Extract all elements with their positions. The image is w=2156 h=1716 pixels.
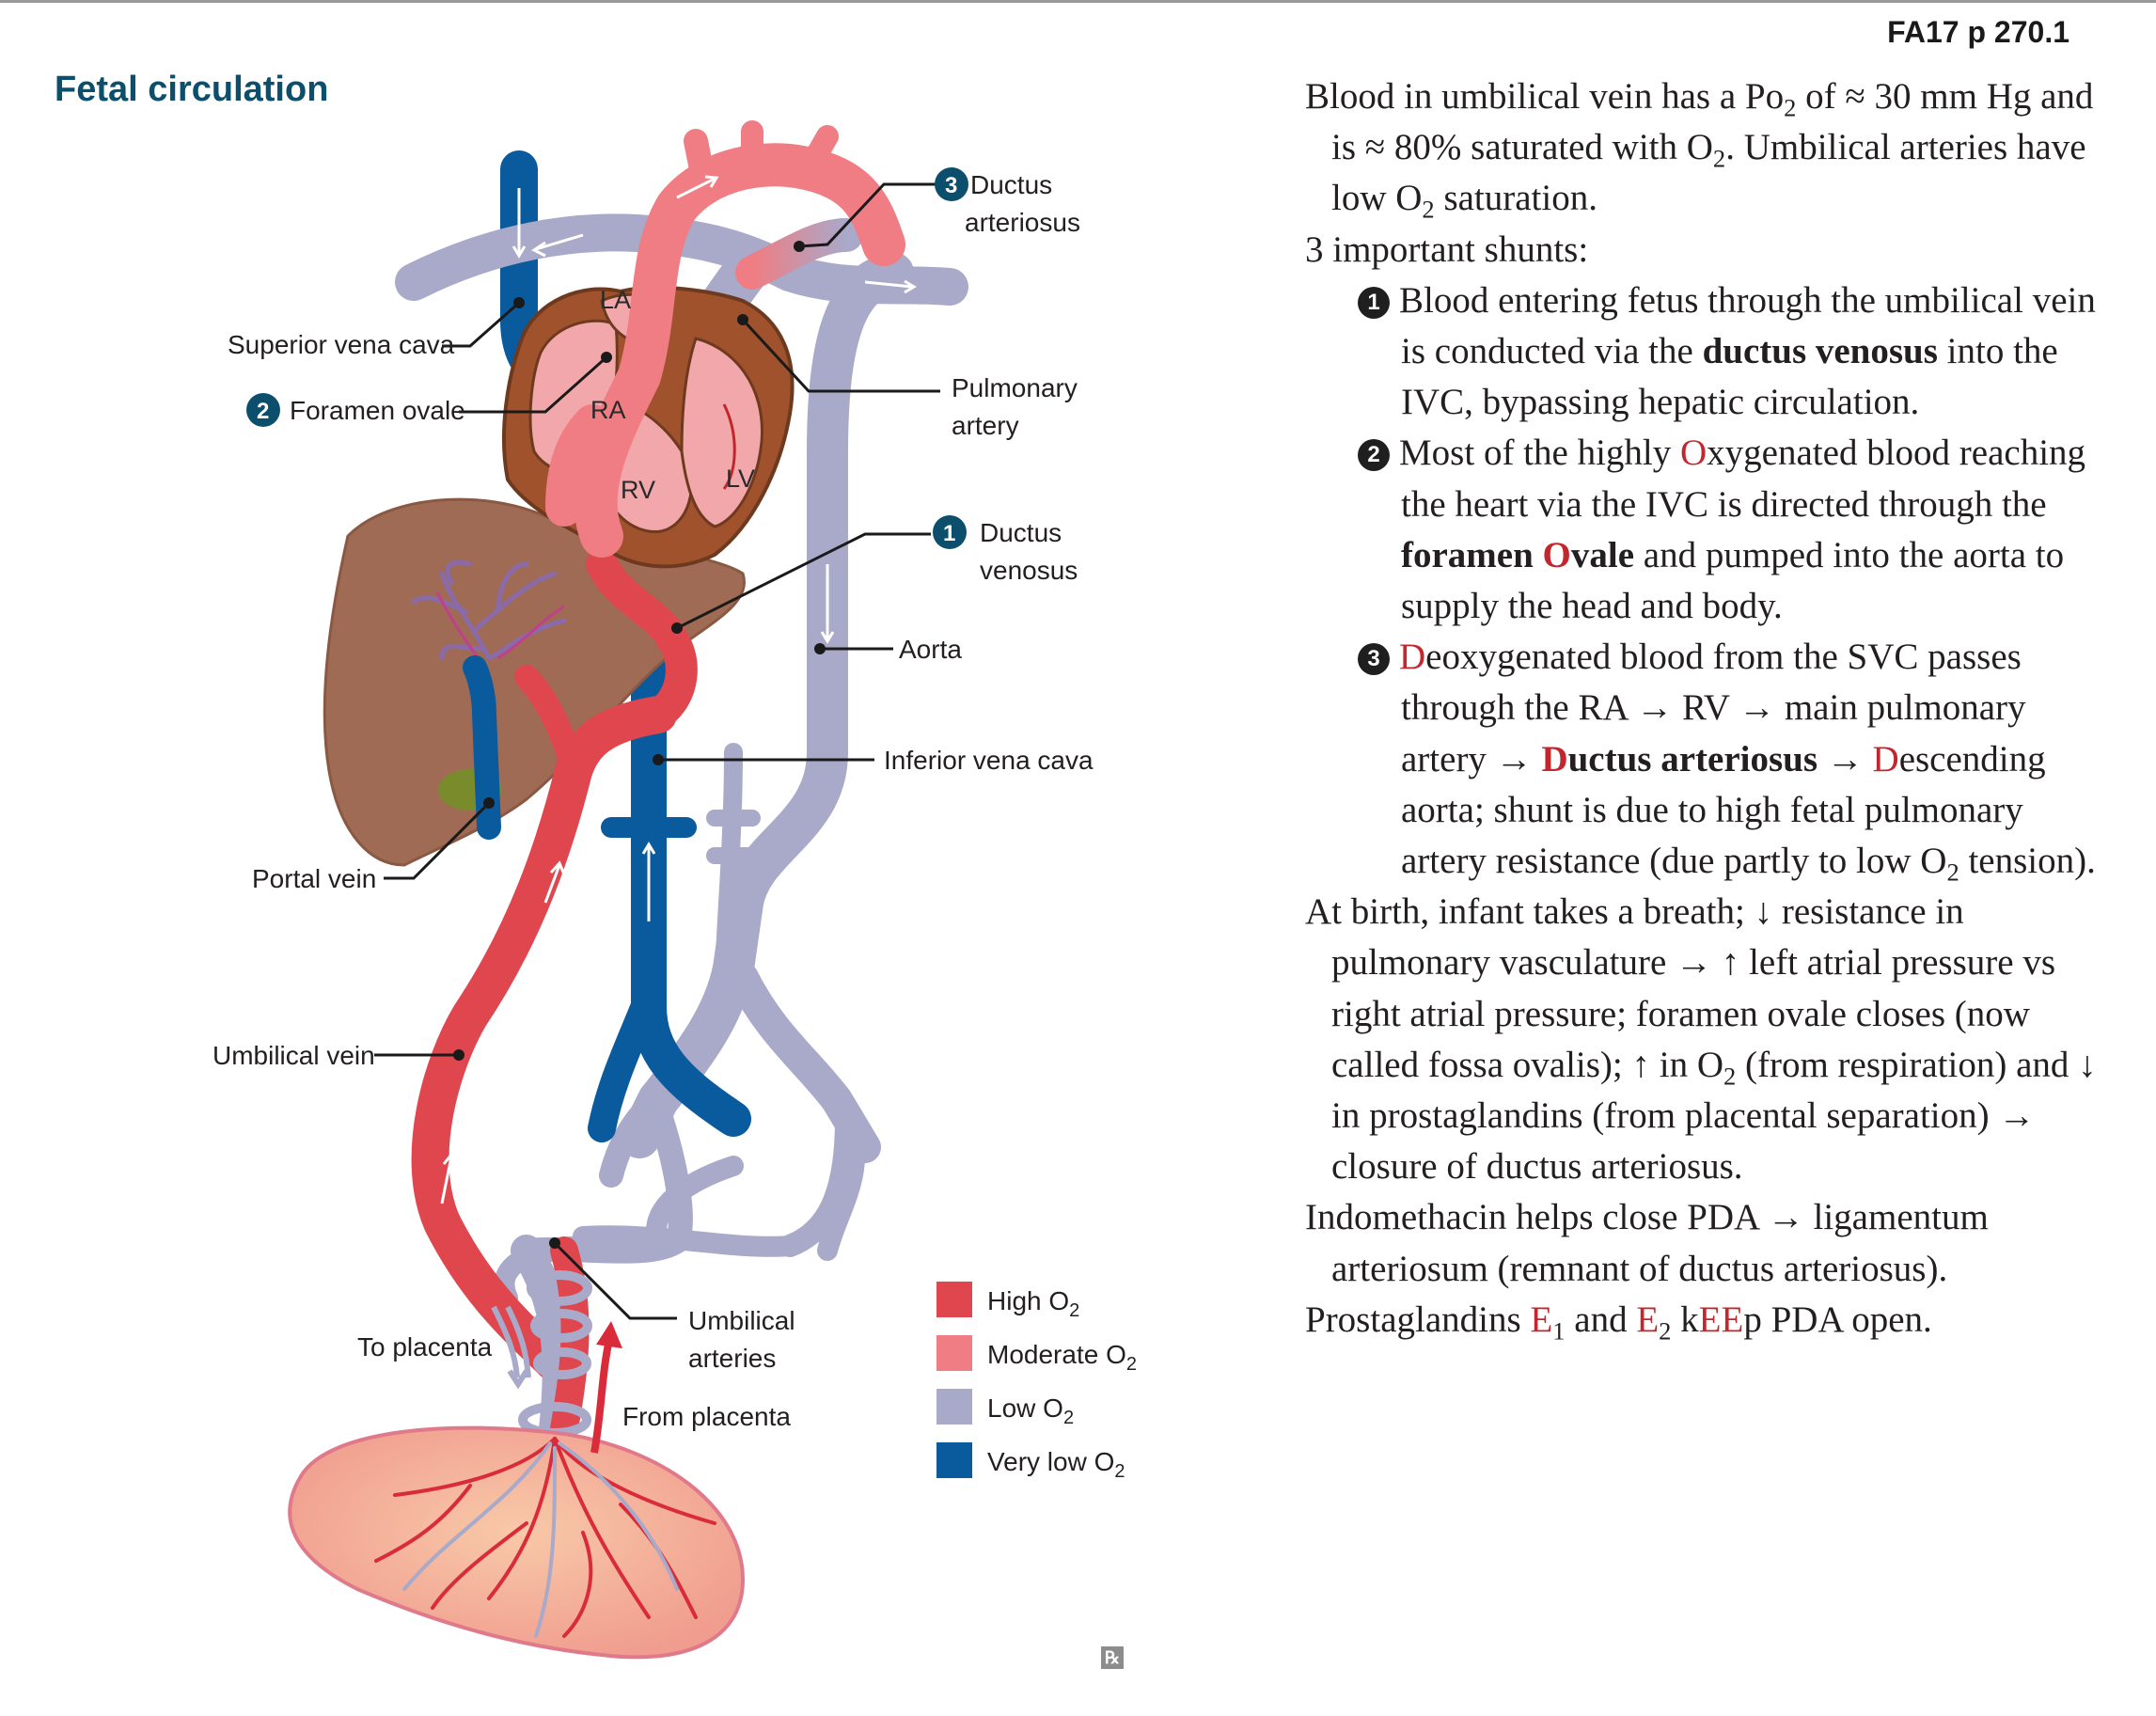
paragraph-umbilical-vein: Blood in umbilical vein has a Po2 of ≈ 3…	[1305, 76, 2094, 224]
leader-lines	[374, 182, 940, 1320]
top-rule	[0, 0, 2156, 3]
legend-label-very-low: Very low O2	[987, 1447, 1125, 1482]
number-3: 3	[945, 173, 957, 198]
label-umbilical-arteries-line1: Umbilical	[688, 1306, 795, 1335]
legend-label-high: High O2	[987, 1286, 1079, 1321]
paragraph-shunts-intro: 3 important shunts:	[1305, 228, 1589, 270]
shunt-3-number: 3	[1358, 643, 1390, 676]
legend-swatch-moderate	[936, 1335, 972, 1371]
heart-label-ra: RA	[590, 396, 626, 424]
paragraph-at-birth: At birth, infant takes a breath; ↓ resis…	[1305, 891, 2097, 1188]
aorta-vessel	[494, 252, 914, 1308]
section-title: Fetal circulation	[55, 70, 329, 109]
legend-label-low: Low O2	[987, 1393, 1074, 1428]
heart-label-rv: RV	[621, 476, 655, 504]
page-reference: FA17 p 270.1	[1887, 15, 2069, 49]
flow-arrows	[440, 175, 917, 1204]
shunt-1-number: 1	[1358, 286, 1390, 319]
number-2-badge	[246, 393, 280, 427]
aortic-arch-vessel	[545, 120, 905, 558]
legend: High O2 Moderate O2 Low O2 Very low O2	[936, 1282, 1137, 1482]
number-1-badge	[933, 515, 967, 549]
legend-swatch-high	[936, 1282, 972, 1317]
label-superior-vena-cava: Superior vena cava	[228, 330, 455, 359]
fetal-circulation-diagram: LA RA RV LV Superior vena cava 2 Foramen…	[212, 120, 1137, 1660]
to-placenta-arrows	[491, 1305, 531, 1390]
label-ductus-venosus-line2: venosus	[980, 556, 1078, 585]
label-to-placenta: To placenta	[357, 1332, 493, 1362]
label-portal-vein: Portal vein	[252, 864, 376, 893]
label-pulmonary-artery-line2: artery	[952, 411, 1019, 440]
from-placenta-arrow	[590, 1321, 622, 1454]
number-1: 1	[943, 521, 955, 546]
label-inferior-vena-cava: Inferior vena cava	[884, 746, 1094, 775]
legend-swatch-low	[936, 1389, 972, 1425]
umbilical-vein-vessel	[411, 548, 698, 1382]
text-column: Blood in umbilical vein has a Po2 of ≈ 3…	[1305, 71, 2114, 1346]
number-2: 2	[257, 399, 269, 424]
rx-logo: ℞	[1101, 1646, 1124, 1669]
label-ductus-arteriosus-line2: arteriosus	[965, 208, 1080, 237]
paragraph-prostaglandins: Prostaglandins E1 and E2 kEEp PDA open.	[1305, 1299, 1932, 1346]
label-umbilical-arteries-line2: arteries	[688, 1344, 776, 1373]
label-umbilical-vein: Umbilical vein	[212, 1041, 375, 1070]
label-from-placenta: From placenta	[622, 1402, 791, 1431]
label-pulmonary-artery-line1: Pulmonary	[952, 373, 1078, 402]
shunt-2-number: 2	[1358, 439, 1390, 472]
label-aorta: Aorta	[899, 635, 962, 664]
label-ductus-venosus-line1: Ductus	[980, 518, 1062, 547]
number-3-badge	[935, 167, 968, 201]
paragraph-indomethacin: Indomethacin helps close PDA → ligamentu…	[1305, 1197, 1989, 1289]
label-foramen-ovale: Foramen ovale	[290, 396, 465, 425]
placenta	[288, 1305, 746, 1660]
legend-swatch-very-low	[936, 1442, 972, 1478]
heart-label-la: LA	[600, 286, 631, 314]
label-ductus-arteriosus-line1: Ductus	[970, 170, 1052, 199]
heart-label-lv: LV	[726, 464, 755, 493]
legend-label-moderate: Moderate O2	[987, 1340, 1137, 1375]
portal-vein-vessel	[463, 655, 501, 840]
